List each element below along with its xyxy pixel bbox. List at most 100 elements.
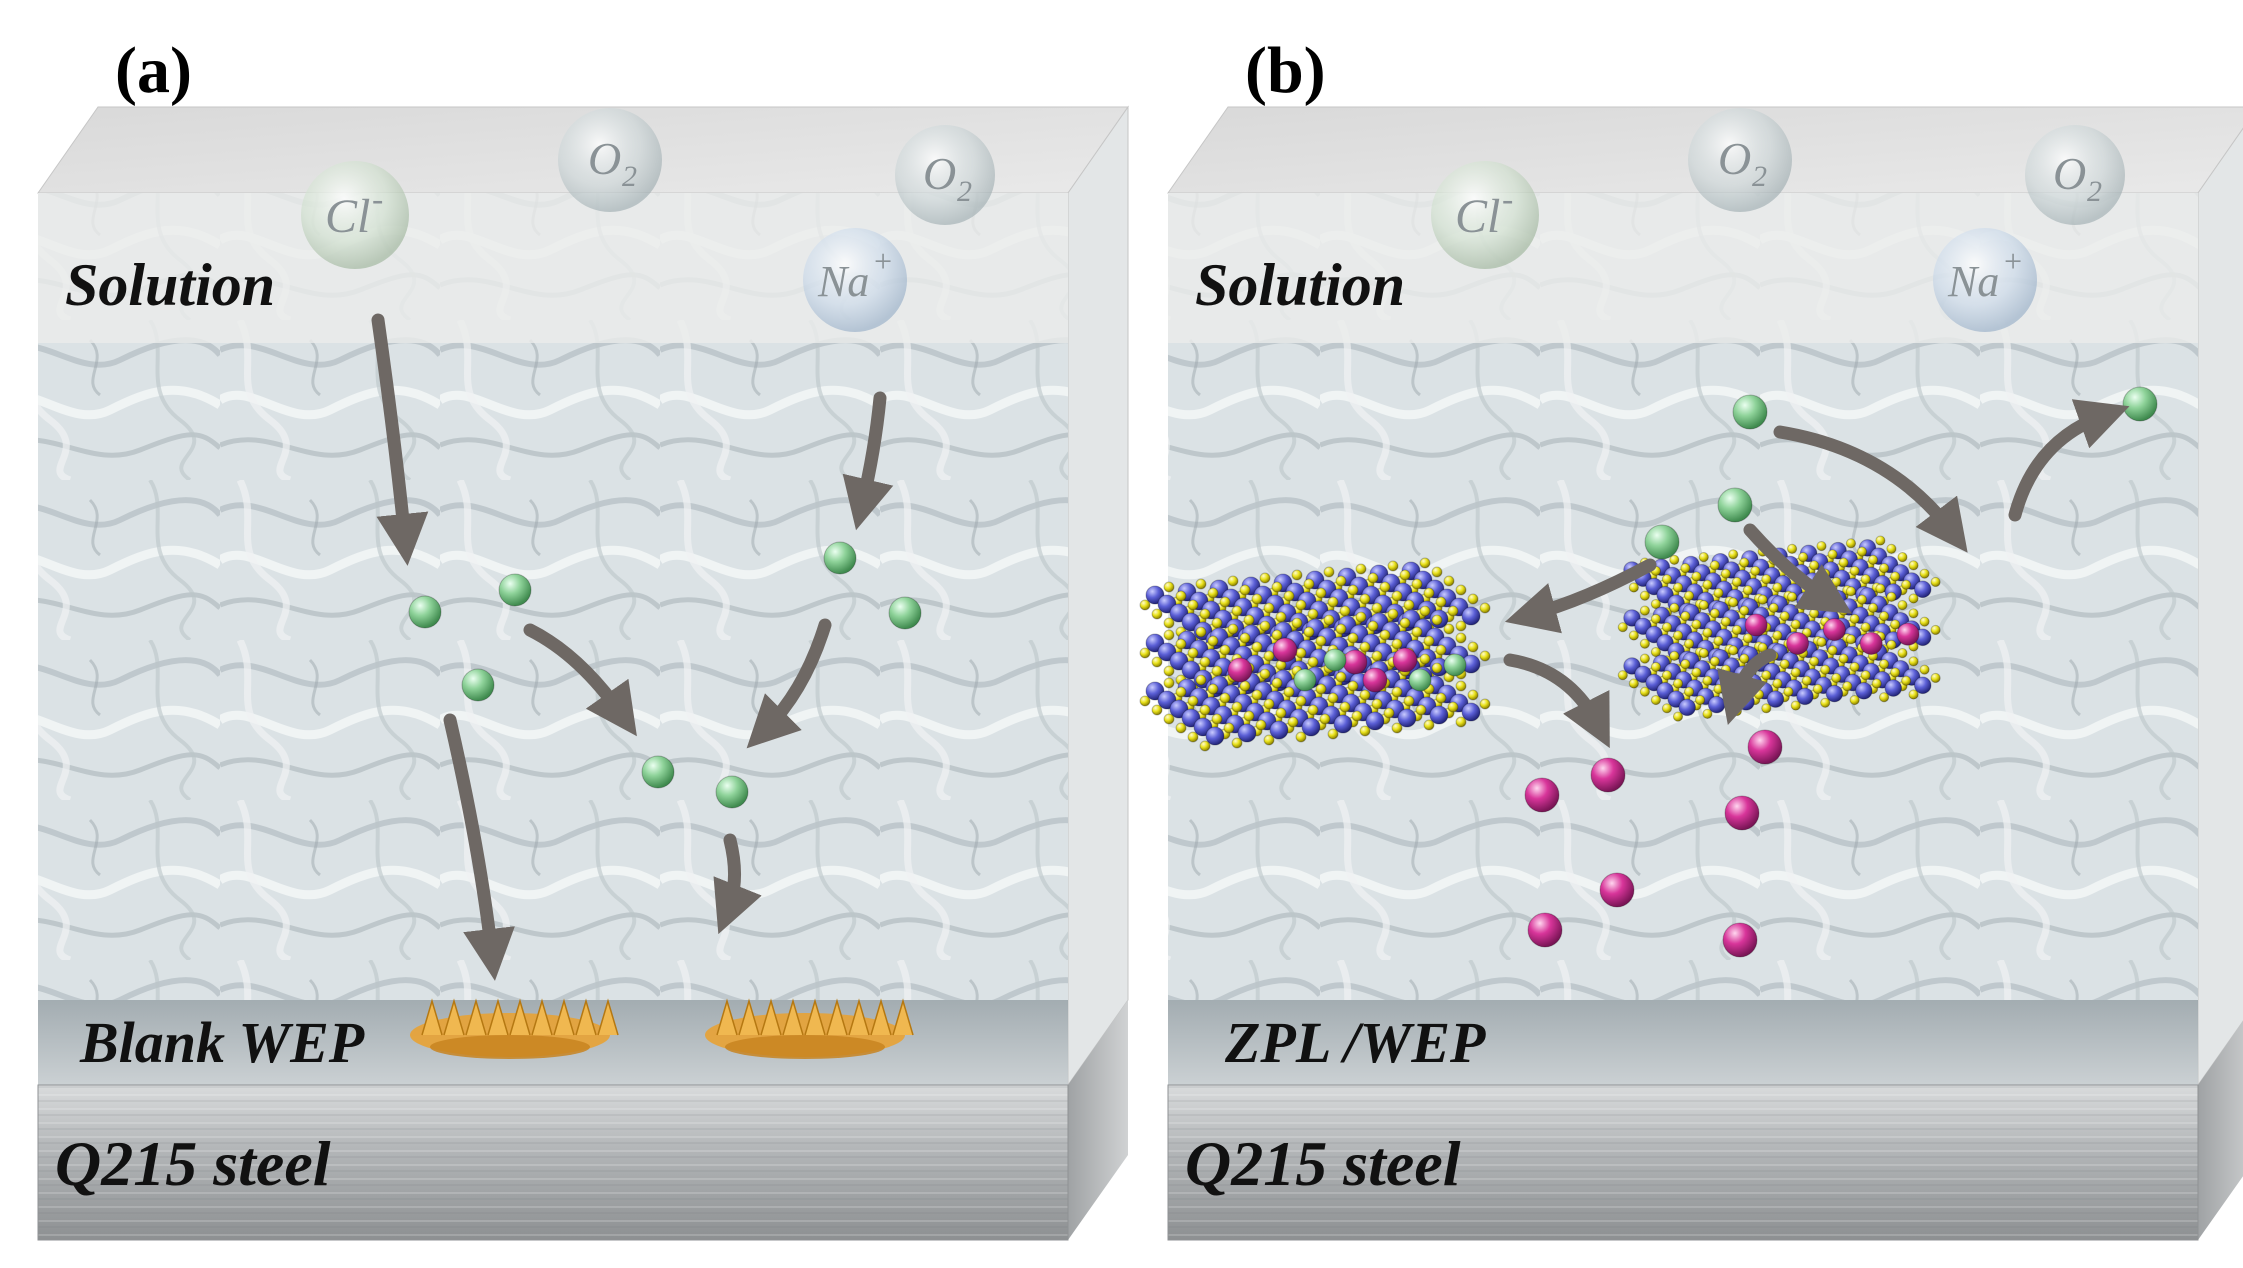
- coating-label: ZPL /WEP: [1224, 1010, 1486, 1075]
- sodium-charge: +: [2002, 243, 2024, 279]
- lattice-blue-atom: [1766, 690, 1785, 708]
- steel-side-face: [1068, 1000, 1128, 1240]
- lattice-yellow-atom: [1728, 549, 1739, 560]
- lattice-yellow-atom: [1335, 575, 1347, 587]
- lattice-yellow-atom: [1739, 605, 1750, 616]
- lattice-yellow-atom: [1271, 581, 1283, 593]
- lattice-yellow-atom: [1467, 689, 1479, 701]
- lattice-yellow-atom: [1783, 686, 1794, 697]
- lattice-yellow-atom: [1919, 664, 1930, 675]
- solution-body: [38, 343, 1068, 1000]
- lattice-yellow-atom: [1867, 554, 1879, 565]
- lattice-yellow-atom: [1359, 641, 1371, 653]
- chloride-ion-bubble: [1431, 161, 1539, 269]
- lattice-yellow-atom: [1455, 632, 1467, 644]
- released-ion-ball: [1724, 795, 1760, 831]
- chloride-charge: -: [1502, 181, 1513, 218]
- released-ion-ball: [1227, 657, 1253, 683]
- lattice-yellow-atom: [1790, 619, 1801, 630]
- lattice-yellow-atom: [1263, 602, 1275, 614]
- lattice-yellow-atom: [1383, 707, 1395, 719]
- lattice-yellow-atom: [1287, 716, 1299, 728]
- adsorption-arrow: [1743, 523, 1853, 614]
- lattice-yellow-atom: [1403, 599, 1415, 611]
- diffusion-arrow: [842, 391, 894, 531]
- lattice-yellow-atom: [1175, 590, 1187, 602]
- lattice-yellow-atom: [1227, 575, 1239, 587]
- lattice-yellow-atom: [1691, 667, 1702, 678]
- lattice-yellow-atom: [1315, 635, 1327, 647]
- chloride-ball: [641, 755, 675, 789]
- lattice-yellow-atom: [1219, 644, 1231, 656]
- lattice-yellow-atom: [1790, 667, 1801, 678]
- lattice-yellow-atom: [1809, 560, 1820, 571]
- lattice-yellow-atom: [1307, 656, 1319, 668]
- diffusion-arrow: [523, 623, 637, 737]
- chloride-ball: [823, 541, 857, 575]
- released-ion-ball: [1272, 637, 1298, 663]
- block-side-face: [1067, 105, 1129, 1087]
- lattice-yellow-atom: [1419, 653, 1431, 665]
- lattice-yellow-atom: [1251, 689, 1263, 701]
- lattice-yellow-atom: [1908, 608, 1919, 619]
- lattice-yellow-atom: [1779, 659, 1790, 670]
- lattice-yellow-atom: [1339, 701, 1351, 713]
- lattice-yellow-atom: [1713, 683, 1724, 695]
- lattice-yellow-atom: [1199, 704, 1211, 716]
- lattice-yellow-atom: [1163, 665, 1175, 677]
- lattice-yellow-atom: [1820, 568, 1831, 579]
- lattice-yellow-atom: [1694, 694, 1706, 706]
- lattice-yellow-atom: [1639, 686, 1650, 697]
- steel-label: Q215 steel: [55, 1128, 331, 1199]
- oxygen-subscript: 2: [622, 160, 637, 193]
- lattice-yellow-atom: [1187, 599, 1199, 611]
- lattice-yellow-atom: [1259, 668, 1271, 680]
- lattice-blue-atom: [1269, 720, 1289, 740]
- lattice-yellow-atom: [1315, 587, 1327, 599]
- lattice-yellow-atom: [1447, 701, 1459, 713]
- coating-layer: [1168, 1000, 2198, 1085]
- lattice-yellow-atom: [1163, 629, 1175, 641]
- lattice-yellow-atom: [1391, 722, 1403, 734]
- lattice-yellow-atom: [1355, 611, 1367, 623]
- lattice-yellow-atom: [1431, 614, 1443, 626]
- lattice-blue-atom: [1884, 679, 1903, 697]
- lattice-yellow-atom: [1455, 620, 1467, 632]
- steel-side-face: [2198, 1021, 2243, 1240]
- lattice-yellow-atom: [1650, 661, 1662, 673]
- lattice-yellow-atom: [1391, 590, 1403, 602]
- lattice-yellow-atom: [1195, 626, 1207, 638]
- oxygen-ion-bubble: [558, 108, 662, 212]
- lattice-yellow-atom: [1151, 608, 1163, 620]
- lattice-yellow-atom: [1856, 594, 1868, 605]
- lattice-yellow-atom: [1263, 650, 1275, 662]
- lattice-yellow-atom: [1809, 656, 1820, 667]
- chloride-ball: [2122, 386, 2158, 422]
- chloride-ball: [498, 573, 532, 607]
- lattice-yellow-atom: [1897, 552, 1908, 563]
- release-arrow: [1717, 648, 1777, 725]
- lattice-yellow-atom: [1798, 552, 1809, 563]
- lattice-yellow-atom: [1479, 698, 1491, 710]
- lattice-yellow-atom: [1227, 623, 1239, 635]
- lattice-yellow-atom: [1443, 623, 1455, 635]
- lattice-yellow-atom: [1423, 719, 1435, 731]
- chloride-ball: [888, 596, 922, 630]
- lattice-yellow-atom: [1327, 596, 1339, 608]
- lattice-yellow-atom: [1307, 704, 1319, 716]
- lattice-yellow-atom: [1339, 605, 1351, 617]
- lattice-yellow-atom: [1827, 549, 1838, 560]
- released-ion-ball: [1786, 631, 1810, 655]
- lattice-yellow-atom: [1323, 614, 1335, 626]
- lattice-yellow-atom: [1897, 600, 1908, 611]
- lattice-yellow-atom: [1295, 695, 1307, 707]
- lattice-yellow-atom: [1680, 659, 1691, 670]
- lattice-yellow-atom: [1291, 569, 1303, 581]
- solution-label: Solution: [1195, 252, 1405, 318]
- lattice-yellow-atom: [1467, 593, 1479, 605]
- lattice-yellow-atom: [1801, 675, 1812, 686]
- released-ion-ball: [1362, 667, 1388, 693]
- lattice-yellow-atom: [1709, 656, 1720, 667]
- lattice-yellow-atom: [1875, 535, 1886, 546]
- lattice-yellow-atom: [1175, 722, 1187, 734]
